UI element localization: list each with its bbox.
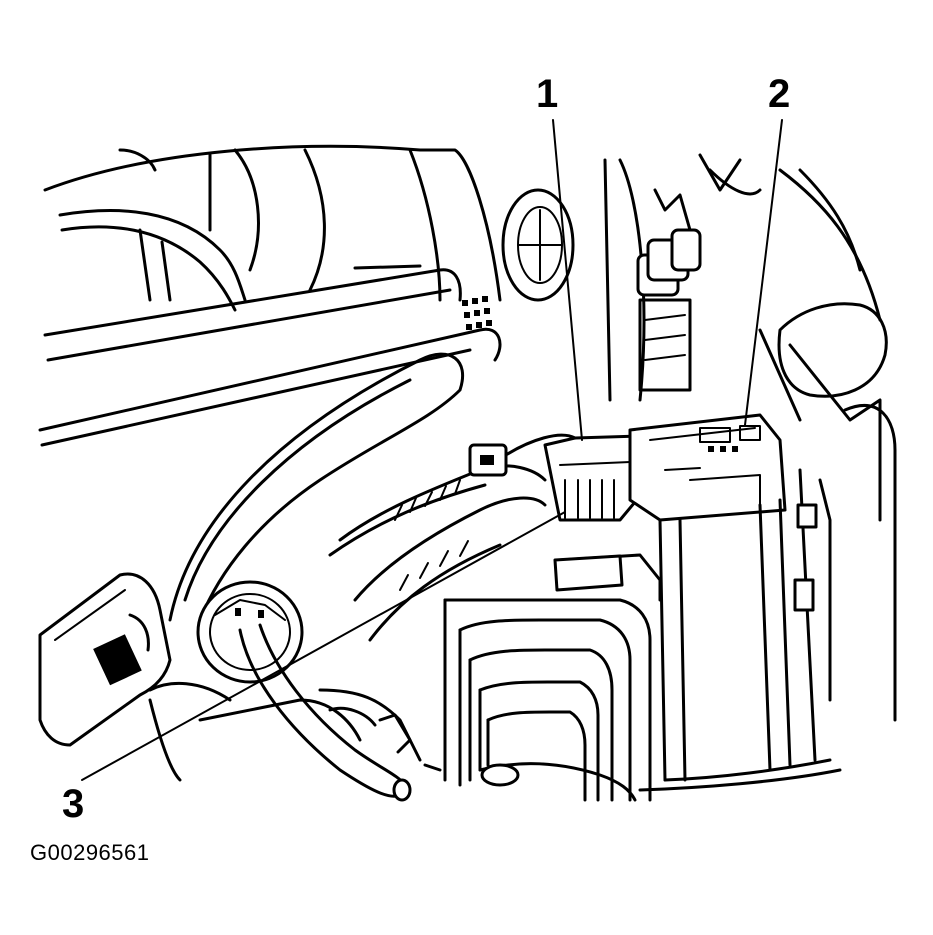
leader-line-2: [744, 119, 783, 426]
fuel-door-switch: [38, 572, 172, 747]
leader-line-3: [81, 511, 566, 781]
leader-line-1: [552, 119, 583, 441]
figure-id: G00296561: [30, 840, 150, 865]
wiring-harness: [328, 433, 577, 642]
door-trim-panel: [148, 352, 465, 702]
shifter-boot: [443, 598, 652, 802]
harness-plug-right: [758, 302, 888, 522]
instrument-panel-trim: [38, 144, 502, 447]
steering-column-bracket: [603, 153, 882, 402]
callout-3-label: 3: [62, 782, 85, 826]
grommet: [501, 188, 575, 302]
vent-grille: [462, 296, 492, 330]
console-base: [148, 688, 442, 782]
callout-1-label: 1: [536, 72, 559, 116]
callout-leaders: [81, 119, 783, 781]
round-connector: [196, 580, 412, 802]
callout-2-label: 2: [768, 72, 791, 116]
support-bracket: [553, 404, 897, 792]
connector-assembly: [543, 413, 787, 522]
